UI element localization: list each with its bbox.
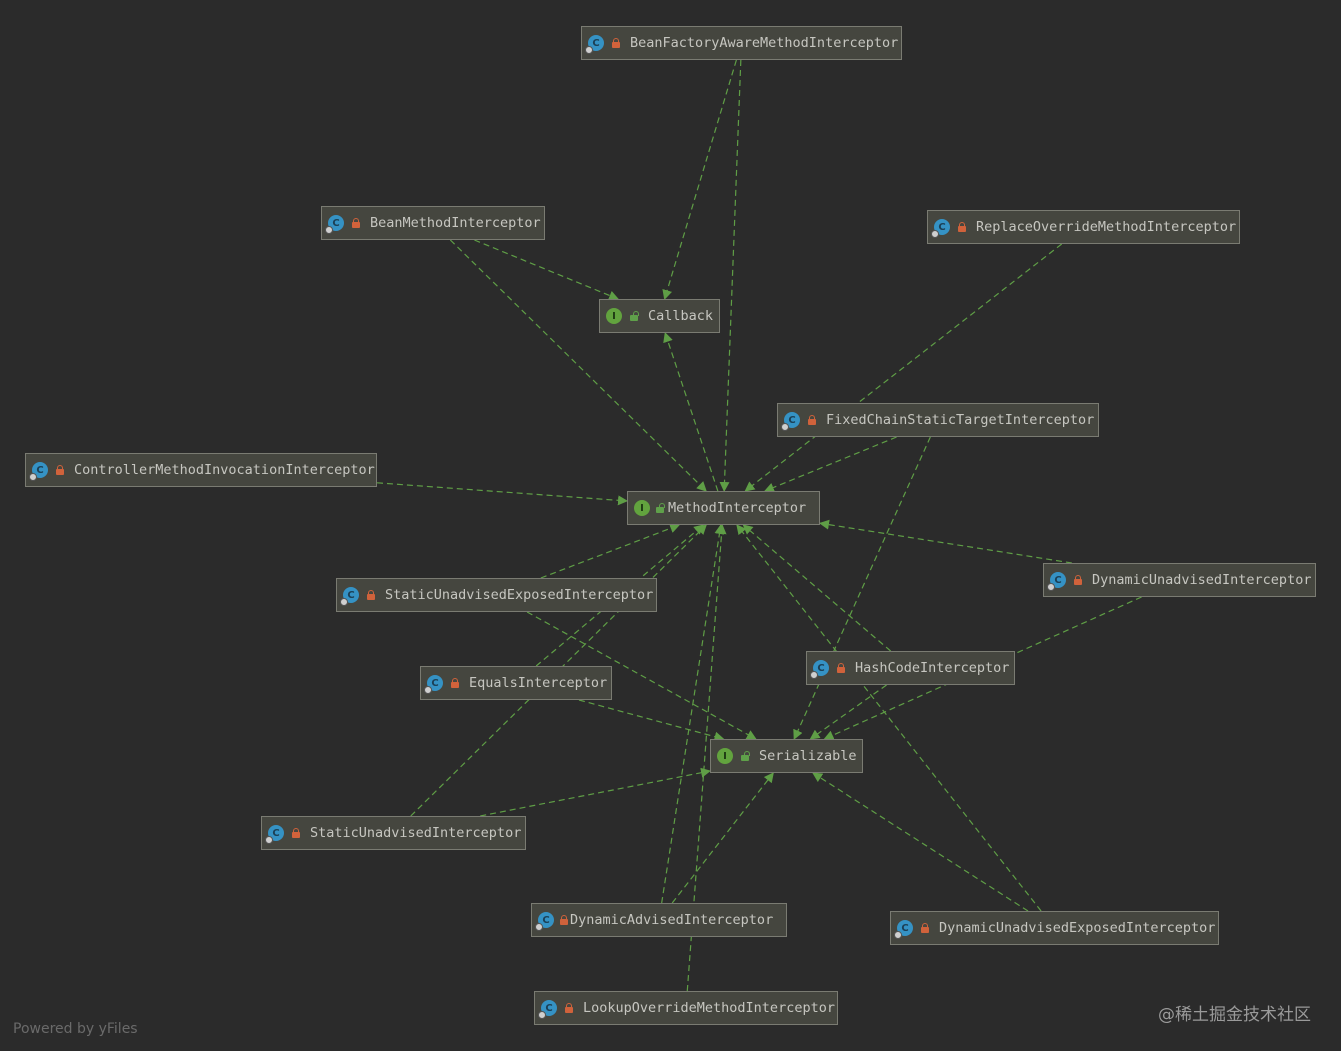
node-hash-code-interceptor[interactable]: C HashCodeInterceptor: [806, 651, 1015, 685]
edge-hashcode-to-methodinterceptor: [742, 524, 892, 652]
edge-hashcode-to-serializable: [809, 684, 887, 740]
lock-icon: [56, 465, 64, 475]
node-label: BeanFactoryAwareMethodInterceptor: [630, 35, 899, 51]
powered-by-label: Powered by yFiles: [13, 1021, 138, 1037]
node-fixed-chain-static-target-interceptor[interactable]: C FixedChainStaticTargetInterceptor: [777, 403, 1099, 437]
unlock-icon: [656, 503, 665, 513]
edge-fixedchain-to-methodinterceptor: [764, 436, 897, 493]
lock-icon: [612, 38, 620, 48]
lock-icon: [921, 923, 929, 933]
class-icon: C: [585, 35, 604, 54]
lock-icon: [837, 663, 845, 673]
node-label: HashCodeInterceptor: [855, 660, 1010, 676]
interface-icon: I: [606, 308, 622, 324]
edge-staticunadvised-to-serializable: [480, 767, 711, 817]
edge-beanfactory-to-callback: [662, 59, 737, 300]
class-icon: C: [535, 912, 554, 931]
class-icon: C: [340, 587, 359, 606]
lock-icon: [1074, 575, 1082, 585]
node-label: MethodInterceptor: [668, 500, 807, 516]
node-label: LookupOverrideMethodInterceptor: [583, 1000, 835, 1016]
node-label: StaticUnadvisedInterceptor: [310, 825, 522, 841]
edge-dynamicunadvised-to-methodinterceptor: [819, 519, 1072, 564]
edge-beanmethod-to-callback: [474, 239, 620, 301]
edge-staticunadvisedexposed-to-methodinterceptor: [540, 523, 681, 579]
class-icon: C: [29, 462, 48, 481]
lock-icon: [451, 678, 459, 688]
node-label: Callback: [648, 308, 714, 324]
node-static-unadvised-interceptor[interactable]: C StaticUnadvisedInterceptor: [261, 816, 526, 850]
interface-icon: I: [634, 500, 650, 516]
unlock-icon: [630, 311, 639, 321]
class-icon: C: [1047, 572, 1066, 591]
node-callback[interactable]: I Callback: [599, 299, 720, 333]
node-label: StaticUnadvisedExposedInterceptor: [385, 587, 654, 603]
class-icon: C: [810, 660, 829, 679]
node-beanfactory-aware-method-interceptor[interactable]: C BeanFactoryAwareMethodInterceptor: [581, 26, 902, 60]
edge-fixedchain-to-serializable: [793, 436, 931, 740]
edge-dynamicunadvisedexposed-to-methodinterceptor: [736, 524, 1042, 912]
lock-icon: [958, 222, 966, 232]
node-label: ReplaceOverrideMethodInterceptor: [976, 219, 1237, 235]
node-label: ControllerMethodInvocationInterceptor: [74, 462, 375, 478]
edge-staticunadvisedexposed-to-serializable: [526, 611, 757, 740]
lock-icon: [560, 915, 568, 925]
edge-methodinterceptor-to-callback: [663, 332, 719, 492]
node-label: EqualsInterceptor: [469, 675, 608, 691]
edge-equals-to-serializable: [578, 699, 725, 742]
node-label: FixedChainStaticTargetInterceptor: [826, 412, 1095, 428]
node-label: DynamicAdvisedInterceptor: [570, 912, 774, 928]
watermark: @稀土掘金技术社区: [1158, 1005, 1311, 1025]
node-method-interceptor[interactable]: I MethodInterceptor: [627, 491, 820, 525]
edge-dynamicadvised-to-methodinterceptor: [661, 524, 725, 904]
node-lookup-override-method-interceptor[interactable]: C LookupOverrideMethodInterceptor: [534, 991, 838, 1025]
node-label: BeanMethodInterceptor: [370, 215, 541, 231]
node-serializable[interactable]: I Serializable: [710, 739, 863, 773]
node-replace-override-method-interceptor[interactable]: C ReplaceOverrideMethodInterceptor: [927, 210, 1240, 244]
edge-dynamicadvised-to-serializable: [671, 772, 774, 904]
node-label: DynamicUnadvisedInterceptor: [1092, 572, 1312, 588]
edge-beanfactory-to-methodinterceptor: [719, 59, 742, 492]
class-icon: C: [265, 825, 284, 844]
node-controller-method-invocation-interceptor[interactable]: C ControllerMethodInvocationInterceptor: [25, 453, 377, 487]
node-equals-interceptor[interactable]: C EqualsInterceptor: [420, 666, 612, 700]
class-icon: C: [781, 412, 800, 431]
lock-icon: [808, 415, 816, 425]
class-icon: C: [538, 1000, 557, 1019]
node-label: DynamicUnadvisedExposedInterceptor: [939, 920, 1216, 936]
node-bean-method-interceptor[interactable]: C BeanMethodInterceptor: [321, 206, 545, 240]
node-dynamic-advised-interceptor[interactable]: C DynamicAdvisedInterceptor: [531, 903, 787, 937]
lock-icon: [352, 218, 360, 228]
lock-icon: [565, 1003, 573, 1013]
interface-icon: I: [717, 748, 733, 764]
edge-equals-to-methodinterceptor: [535, 524, 705, 667]
edge-replaceoverride-to-methodinterceptor: [744, 243, 1063, 492]
node-dynamic-unadvised-exposed-interceptor[interactable]: C DynamicUnadvisedExposedInterceptor: [890, 911, 1219, 945]
lock-icon: [367, 590, 375, 600]
unlock-icon: [741, 751, 750, 761]
class-icon: C: [894, 920, 913, 939]
class-icon: C: [424, 675, 443, 694]
edge-staticunadvised-to-methodinterceptor: [410, 524, 707, 817]
edge-beanmethod-to-methodinterceptor: [449, 239, 707, 492]
edge-lookupoverride-to-methodinterceptor: [686, 524, 727, 992]
node-label: Serializable: [759, 748, 857, 764]
node-static-unadvised-exposed-interceptor[interactable]: C StaticUnadvisedExposedInterceptor: [336, 578, 657, 612]
edge-dynamicunadvisedexposed-to-serializable: [812, 772, 1029, 912]
class-icon: C: [325, 215, 344, 234]
class-icon: C: [931, 219, 950, 238]
lock-icon: [292, 828, 300, 838]
edge-controllermethod-to-methodinterceptor: [376, 482, 628, 506]
node-dynamic-unadvised-interceptor[interactable]: C DynamicUnadvisedInterceptor: [1043, 563, 1316, 597]
